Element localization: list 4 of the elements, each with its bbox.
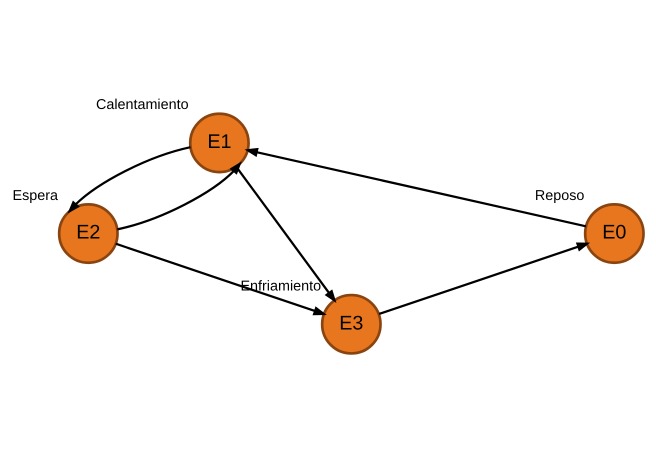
node-label: Espera xyxy=(12,187,58,204)
node-label: Enfriamiento xyxy=(240,278,322,294)
node-label: Reposo xyxy=(534,187,584,204)
node-label: Calentamiento xyxy=(96,96,189,113)
